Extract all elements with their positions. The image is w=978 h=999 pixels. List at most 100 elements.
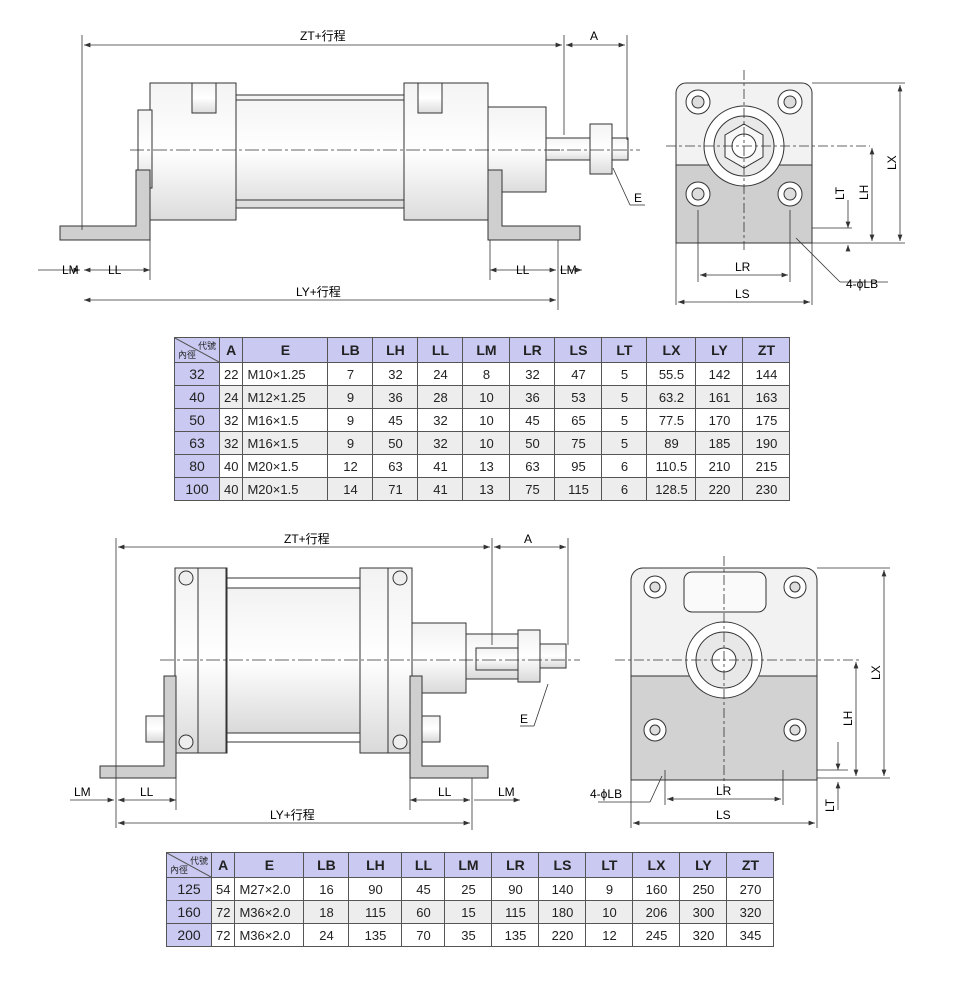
table-cell: 36 (509, 385, 556, 409)
table-cell: 6 (601, 454, 648, 478)
table-cell: 53 (554, 385, 603, 409)
table-cell: 90 (491, 877, 540, 901)
dim-lt-label: LT (823, 798, 837, 812)
table-cell: 110.5 (646, 454, 697, 478)
table-cell: 24 (303, 923, 350, 947)
table-cell: 10 (585, 900, 634, 924)
table-cell: 175 (742, 408, 791, 432)
table-cell: 71 (372, 477, 419, 501)
dim-a-label: A (524, 532, 532, 546)
table-cell: 32 (218, 431, 244, 455)
bore-cell: 63 (174, 431, 220, 455)
foot-brackets-small (59, 169, 581, 241)
table-cell: 250 (679, 877, 728, 901)
col-header: E (242, 337, 329, 363)
col-header: ZT (726, 852, 775, 878)
table-cell: 45 (509, 408, 556, 432)
table-cell: 13 (462, 454, 511, 478)
table-cell: 41 (417, 454, 464, 478)
table-cell: M36×2.0 (234, 900, 305, 924)
table-cell: M20×1.5 (242, 454, 329, 478)
table-cell: 24 (417, 362, 464, 386)
table-cell: 32 (417, 431, 464, 455)
table-cell: 32 (218, 408, 244, 432)
col-header: LS (538, 852, 587, 878)
dim-lt-label: LT (833, 186, 847, 200)
dim-lb-label: 4-ϕLB (590, 787, 622, 801)
table-cell: 50 (509, 431, 556, 455)
table-cell: 24 (218, 385, 244, 409)
dim-lm-label-right: LM (498, 785, 515, 799)
table-cell: 50 (372, 431, 419, 455)
table-cell: 128.5 (646, 477, 697, 501)
table-cell: 32 (509, 362, 556, 386)
table-cell: 60 (401, 900, 446, 924)
table-cell: 45 (372, 408, 419, 432)
dim-zt-label: ZT+行程 (284, 531, 330, 546)
table-cell: 63 (509, 454, 556, 478)
table-cell: 12 (327, 454, 374, 478)
table-cell: 320 (726, 900, 775, 924)
dim-lx-label: LX (885, 155, 899, 170)
table-cell: 63 (372, 454, 419, 478)
table-cell: 9 (585, 877, 634, 901)
bore-cell: 40 (174, 385, 220, 409)
table-cell: 16 (303, 877, 350, 901)
bore-cell: 200 (166, 923, 212, 947)
dim-ll-label: LL (108, 263, 122, 277)
dim-ls-label: LS (735, 287, 750, 301)
drawing-top: ZT+行程 A E LM LL LL LM LY+行程 LX (38, 28, 905, 310)
dim-lr-label: LR (735, 260, 751, 274)
table-cell: M12×1.25 (242, 385, 329, 409)
col-header: LL (401, 852, 446, 878)
col-header: LX (646, 337, 697, 363)
dim-ly-label: LY+行程 (296, 284, 341, 299)
bore-cell: 50 (174, 408, 220, 432)
table-cell: 22 (218, 362, 244, 386)
bore-cell: 80 (174, 454, 220, 478)
table-cell: 135 (491, 923, 540, 947)
dim-e-label: E (634, 191, 642, 205)
table-cell: 161 (695, 385, 744, 409)
table-cell: 115 (491, 900, 540, 924)
table-cell: 70 (401, 923, 446, 947)
table-cell: M10×1.25 (242, 362, 329, 386)
table-cell: 65 (554, 408, 603, 432)
table-cell: 40 (218, 454, 244, 478)
bore-cell: 100 (174, 477, 220, 501)
table-cell: 190 (742, 431, 791, 455)
table-cell: 28 (417, 385, 464, 409)
table-cell: 75 (509, 477, 556, 501)
table-cell: 32 (372, 362, 419, 386)
col-header: E (234, 852, 305, 878)
table-cell: M20×1.5 (242, 477, 329, 501)
table-cell: 40 (218, 477, 244, 501)
table-cell: 185 (695, 431, 744, 455)
col-header: LX (632, 852, 681, 878)
table-cell: 245 (632, 923, 681, 947)
dim-lb-label: 4-ϕLB (846, 277, 878, 291)
table-cell: 36 (372, 385, 419, 409)
dim-ll-label: LL (140, 785, 154, 799)
table-cell: 5 (601, 431, 648, 455)
table-cell: 215 (742, 454, 791, 478)
table-cell: 220 (695, 477, 744, 501)
col-header: LT (601, 337, 648, 363)
table-cell: 210 (695, 454, 744, 478)
table-cell: 25 (444, 877, 493, 901)
dim-ll-label-right: LL (516, 263, 530, 277)
table-cell: 170 (695, 408, 744, 432)
dim-zt-label: ZT+行程 (300, 28, 346, 43)
table-cell: 5 (601, 385, 648, 409)
table-cell: 206 (632, 900, 681, 924)
table-cell: 5 (601, 408, 648, 432)
dim-ll-label-right: LL (438, 785, 452, 799)
col-header: LR (491, 852, 540, 878)
drawing-bottom: ZT+行程 A E LM LL LL LM LY+行程 LX LH (70, 531, 890, 830)
table-cell: 95 (554, 454, 603, 478)
table-corner: 代號 內徑 (174, 337, 220, 363)
col-header: LB (303, 852, 350, 878)
table-cell: 270 (726, 877, 775, 901)
